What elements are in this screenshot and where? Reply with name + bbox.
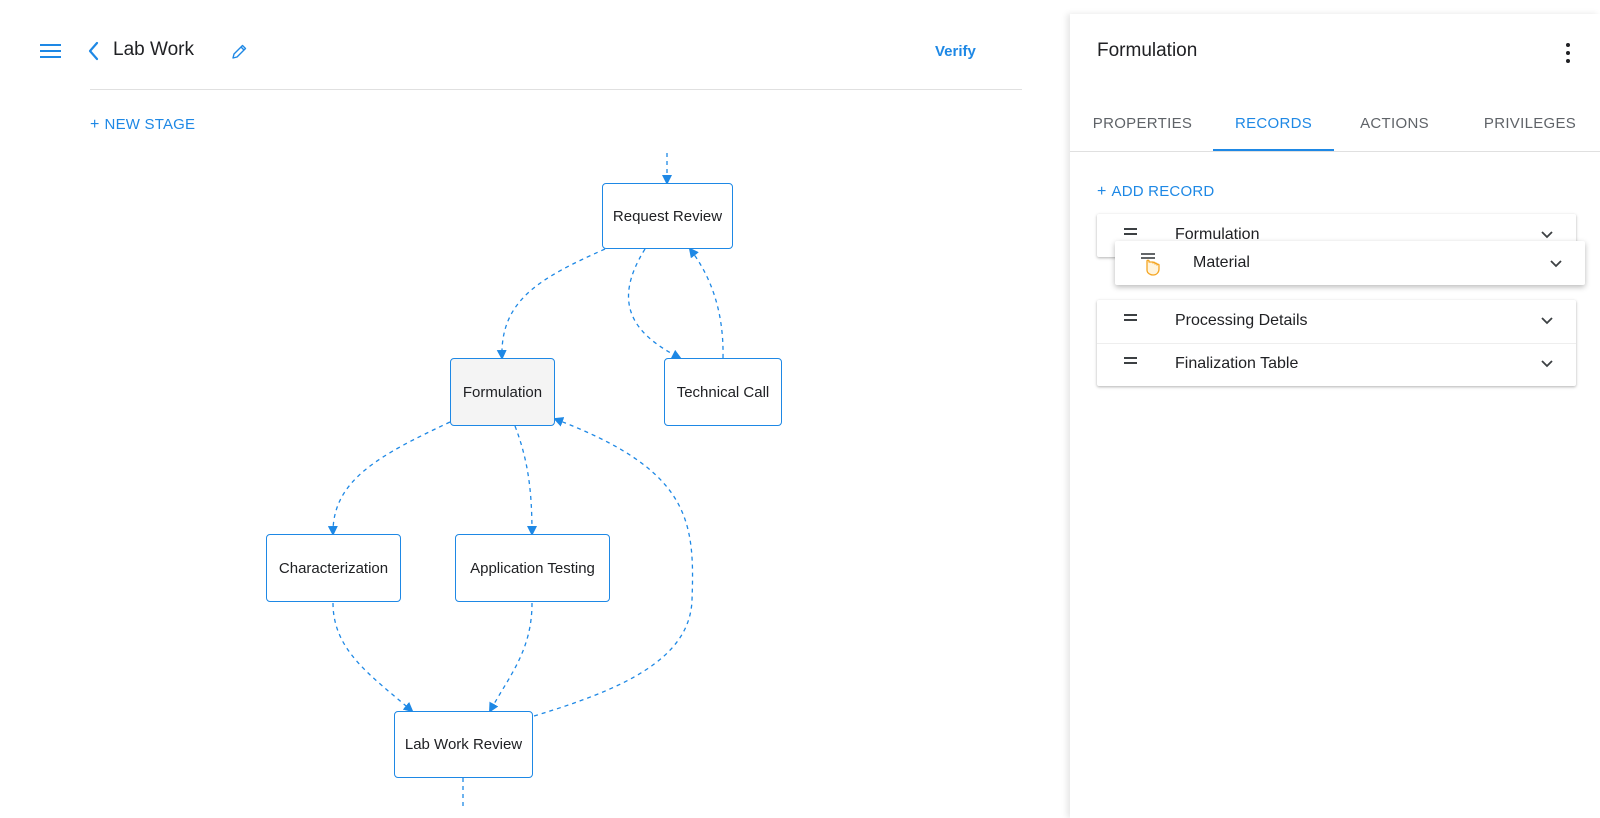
page-title: Lab Work — [113, 39, 194, 60]
new-stage-button[interactable]: +NEW STAGE — [90, 116, 195, 134]
chevron-left-icon[interactable] — [86, 41, 102, 61]
stage-details-panel: Formulation PROPERTIES RECORDS ACTIONS P… — [1070, 14, 1600, 818]
flow-connectors — [327, 153, 724, 810]
record-item[interactable]: Finalization Table — [1097, 343, 1576, 386]
add-record-label: ADD RECORD — [1111, 183, 1215, 200]
stage-application-testing[interactable]: Application Testing — [455, 534, 610, 602]
edge-formulation-characterization — [327, 421, 451, 536]
chevron-down-icon[interactable] — [1540, 316, 1554, 326]
new-stage-label: NEW STAGE — [104, 116, 196, 133]
chevron-down-icon[interactable] — [1540, 359, 1554, 369]
drag-handle-icon[interactable] — [1124, 357, 1137, 365]
menu-icon[interactable] — [40, 40, 62, 62]
record-divider — [1097, 343, 1576, 344]
dragging-record[interactable]: Material — [1115, 241, 1585, 285]
plus-icon: + — [90, 116, 100, 133]
stage-characterization[interactable]: Characterization — [266, 534, 401, 602]
record-label: Formulation — [1175, 226, 1260, 243]
dragging-record-label: Material — [1193, 254, 1250, 271]
panel-title: Formulation — [1097, 40, 1198, 61]
edge-formulation-application-testing — [514, 425, 537, 536]
drag-handle-icon[interactable] — [1124, 228, 1137, 236]
edge-technical-call-request-review — [688, 247, 724, 359]
pencil-icon[interactable] — [230, 43, 248, 61]
record-label: Processing Details — [1175, 312, 1308, 329]
record-card: Processing Details Finalization Table — [1097, 300, 1576, 386]
record-item[interactable]: Processing Details — [1097, 300, 1576, 343]
record-label: Finalization Table — [1175, 355, 1299, 372]
stage-formulation[interactable]: Formulation — [450, 358, 555, 426]
chevron-down-icon[interactable] — [1549, 259, 1563, 269]
tab-actions[interactable]: ACTIONS — [1360, 114, 1429, 132]
add-record-button[interactable]: +ADD RECORD — [1097, 183, 1214, 201]
stage-request-review[interactable]: Request Review — [602, 183, 733, 249]
active-tab-indicator — [1213, 149, 1334, 151]
grab-hand-icon[interactable] — [1139, 252, 1161, 276]
tab-records[interactable]: RECORDS — [1234, 114, 1313, 132]
tab-properties[interactable]: PROPERTIES — [1092, 114, 1193, 132]
tab-privileges[interactable]: PRIVILEGES — [1483, 114, 1577, 132]
verify-button[interactable]: Verify — [935, 43, 976, 60]
kebab-menu-icon[interactable] — [1564, 42, 1572, 64]
stage-lab-work-review[interactable]: Lab Work Review — [394, 711, 533, 778]
edge-lab-work-review-formulation — [533, 417, 694, 717]
workflow-editor: Lab Work Verify +NEW STAGE — [40, 39, 1022, 810]
drag-handle-icon[interactable] — [1124, 314, 1137, 322]
header-divider — [90, 89, 1022, 90]
edge-characterization-lab-work-review — [332, 602, 414, 713]
edge-application-testing-lab-work-review — [489, 602, 533, 713]
edge-request-review-technical-call — [627, 248, 682, 359]
edge-request-review-formulation — [496, 248, 606, 360]
record-item[interactable]: Formulation — [1097, 214, 1576, 257]
stage-technical-call[interactable]: Technical Call — [664, 358, 782, 426]
plus-icon: + — [1097, 183, 1107, 200]
panel-tabs: PROPERTIES RECORDS ACTIONS PRIVILEGES — [1070, 94, 1600, 152]
chevron-down-icon[interactable] — [1540, 230, 1554, 240]
